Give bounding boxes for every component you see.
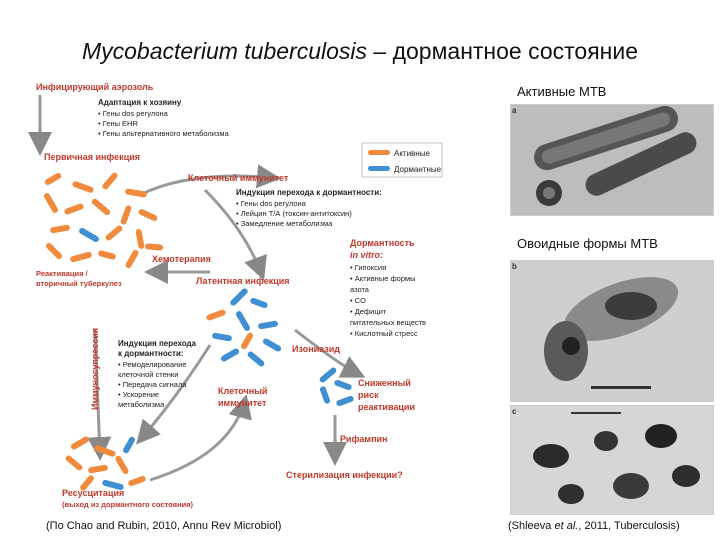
- label-ovoid-mtb: Овоидные формы МТВ: [517, 236, 658, 251]
- label-sterilization: Стерилизация инфекции?: [286, 470, 403, 480]
- title-italic: Mycobacterium tuberculosis: [81, 38, 368, 64]
- label-isoniazid: Изониазид: [292, 344, 340, 354]
- dormancy-item-2: • Активные формы: [350, 274, 416, 283]
- arrow-to-latent-top: [139, 164, 281, 197]
- micrograph-c-image: [511, 406, 713, 514]
- latent-bacteria-cluster: [206, 288, 282, 367]
- dormancy-item-3: азота: [350, 285, 370, 294]
- label-cellular-immunity-bottom-2: иммунитет: [218, 398, 267, 408]
- label-induction: Индукция перехода к дормантности:: [236, 188, 382, 197]
- micrograph-a: [510, 104, 714, 216]
- panel-letter-a: a: [512, 106, 517, 115]
- caption-right-pre: (Shleeva: [508, 520, 555, 532]
- arrow-immunosuppression: [87, 329, 112, 461]
- label-reduced-2: риск: [358, 390, 379, 400]
- label-active-mtb: Активные МТВ: [517, 84, 607, 99]
- arrow-resuscitation: [136, 344, 212, 445]
- caption-right-italic: et al.: [554, 520, 579, 532]
- induction2-item-4: • Ускорение: [118, 390, 159, 399]
- micrograph-a-image: [511, 105, 713, 215]
- dormancy-item-4: • CO: [350, 296, 366, 305]
- legend-active-swatch: [368, 150, 390, 155]
- arrow-isoniazid: [294, 328, 366, 378]
- primary-bacteria-cluster: [44, 172, 163, 269]
- slide-title: Mycobacterium tuberculosis – дормантное …: [0, 38, 720, 65]
- label-latent: Латентная инфекция: [196, 276, 290, 286]
- label-dormancy-2: in vitro:: [350, 250, 383, 260]
- induction-item-3: • Замедление метаболизма: [236, 219, 333, 228]
- legend-dormant-swatch: [368, 166, 390, 171]
- resuscitation-bacteria-cluster: [65, 436, 146, 491]
- reduced-risk-bacteria-cluster: [319, 367, 354, 407]
- induction2-item-2: клеточной стенки: [118, 370, 178, 379]
- label-immunosuppression: Иммуносупрессия: [90, 328, 100, 410]
- label-resuscitation-2: (выход из дормантного состояния): [62, 500, 193, 509]
- panel-letter-b: b: [512, 262, 517, 271]
- induction-item-1: • Гены dos регулона: [236, 199, 307, 208]
- legend-active: Активные: [394, 149, 430, 158]
- arrow-immunity-back: [149, 394, 252, 482]
- label-induction2-2: к дормантности:: [118, 349, 184, 358]
- panel-letter-c: c: [512, 407, 517, 416]
- label-resuscitation-1: Ресусцитация: [62, 488, 124, 498]
- label-adaptation: Адаптация к хозяину: [98, 98, 182, 107]
- adaptation-item-3: • Гены альтернативного метаболизма: [98, 129, 230, 138]
- induction2-item-1: • Ремоделирование: [118, 360, 187, 369]
- dormancy-item-1: • Гипоксия: [350, 263, 386, 272]
- legend-dormant: Дормантные: [394, 165, 442, 174]
- label-induction2-1: Индукция перехода: [118, 339, 197, 348]
- label-chemotherapy: Хемотерапия: [152, 254, 211, 264]
- caption-right-post: , 2011, Tuberculosis): [578, 520, 680, 532]
- caption-right: (Shleeva et al., 2011, Tuberculosis): [508, 520, 680, 532]
- adaptation-item-1: • Гены dos регулона: [98, 109, 169, 118]
- micrograph-c: [510, 405, 714, 515]
- label-reactivation-2: вторичный туберкулез: [36, 279, 122, 288]
- caption-left: (По Chao and Rubin, 2010, Annu Rev Micro…: [46, 520, 282, 532]
- legend: Активные Дормантные: [361, 142, 443, 178]
- dormancy-item-7: • Кислотный стресс: [350, 329, 418, 338]
- title-rest: – дормантное состояние: [367, 38, 639, 64]
- label-dormancy-1: Дормантность: [350, 238, 415, 248]
- induction2-item-3: • Передача сигнала: [118, 380, 187, 389]
- induction-item-2: • Лейцин Т/А (токсин-антитоксин): [236, 209, 352, 218]
- label-reduced-1: Сниженный: [358, 378, 411, 388]
- label-cellular-immunity-top: Клеточный иммунитет: [188, 173, 289, 183]
- induction2-item-5: метаболизма: [118, 400, 165, 409]
- adaptation-item-2: • Гены EHR: [98, 119, 138, 128]
- dormancy-item-5: • Дефицит: [350, 307, 387, 316]
- micrograph-b-image: [511, 261, 713, 401]
- dormancy-item-6: питательных веществ: [350, 318, 426, 327]
- label-rifampin: Рифампин: [340, 434, 387, 444]
- label-reactivation-1: Реактивация /: [36, 269, 89, 278]
- label-cellular-immunity-bottom-1: Клеточный: [218, 386, 267, 396]
- label-primary-infection: Первичная инфекция: [44, 152, 140, 162]
- label-aerosol: Инфицирующий аэрозоль: [36, 82, 154, 92]
- label-reduced-3: реактивации: [358, 402, 415, 412]
- arrow-primary-latent: [203, 188, 267, 281]
- micrograph-b: [510, 260, 714, 402]
